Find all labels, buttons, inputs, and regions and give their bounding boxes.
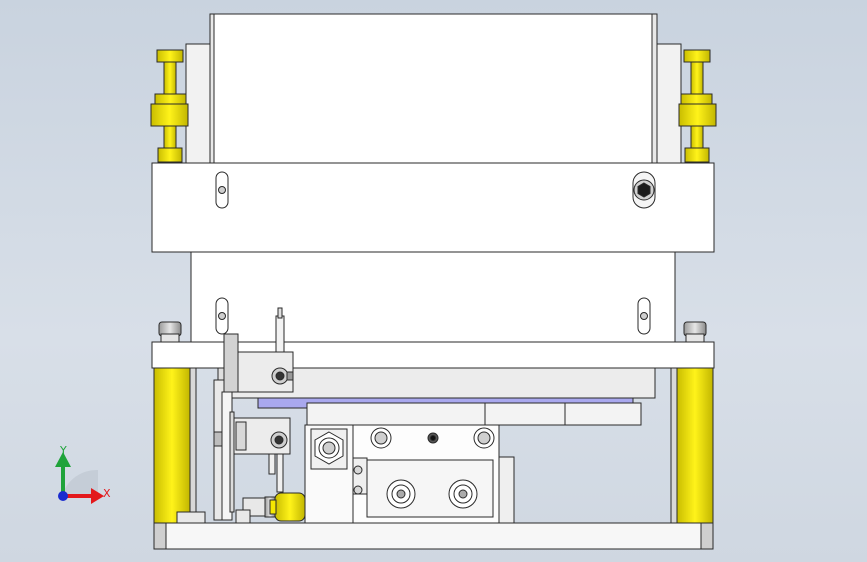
mid-foot-block [235,509,251,524]
right-bolt-head [683,321,707,343]
hex-socket-screw-icon [632,171,656,209]
left-bolt-head [158,321,182,343]
sensor-bracket-upper [223,307,294,393]
slot-screw-icon [215,297,229,335]
x-axis-label: X [103,487,111,500]
left-adjust-screw [150,49,189,163]
slot-screw-icon [637,297,651,335]
slot-screw-icon [215,171,229,209]
hex-socket-screw-icon [427,432,439,444]
y-axis-label: Y [59,444,67,457]
left-side-bracket [185,43,211,165]
sensor-bracket-lower [231,417,291,493]
cylinder-port-right [448,479,478,509]
right-side-bracket [656,43,682,165]
middle-body [190,251,676,343]
right-adjust-screw [678,49,717,163]
small-screw-left [353,465,363,475]
base-plate [153,522,714,550]
coordinate-triad-icon: Y X [55,444,111,504]
inner-slide-block [230,367,656,399]
guide-rail [306,402,642,426]
upper-plate [151,162,715,253]
right-yellow-column [670,367,714,524]
cylinder-screw-top-left [370,427,392,449]
cylinder-screw-top-right [473,427,495,449]
pneumatic-fitting [242,492,306,522]
small-screw-right [353,485,363,495]
left-yellow-column [153,367,197,524]
cylinder-port-left [386,479,416,509]
left-foot-block [176,511,206,524]
top-housing [209,13,658,165]
